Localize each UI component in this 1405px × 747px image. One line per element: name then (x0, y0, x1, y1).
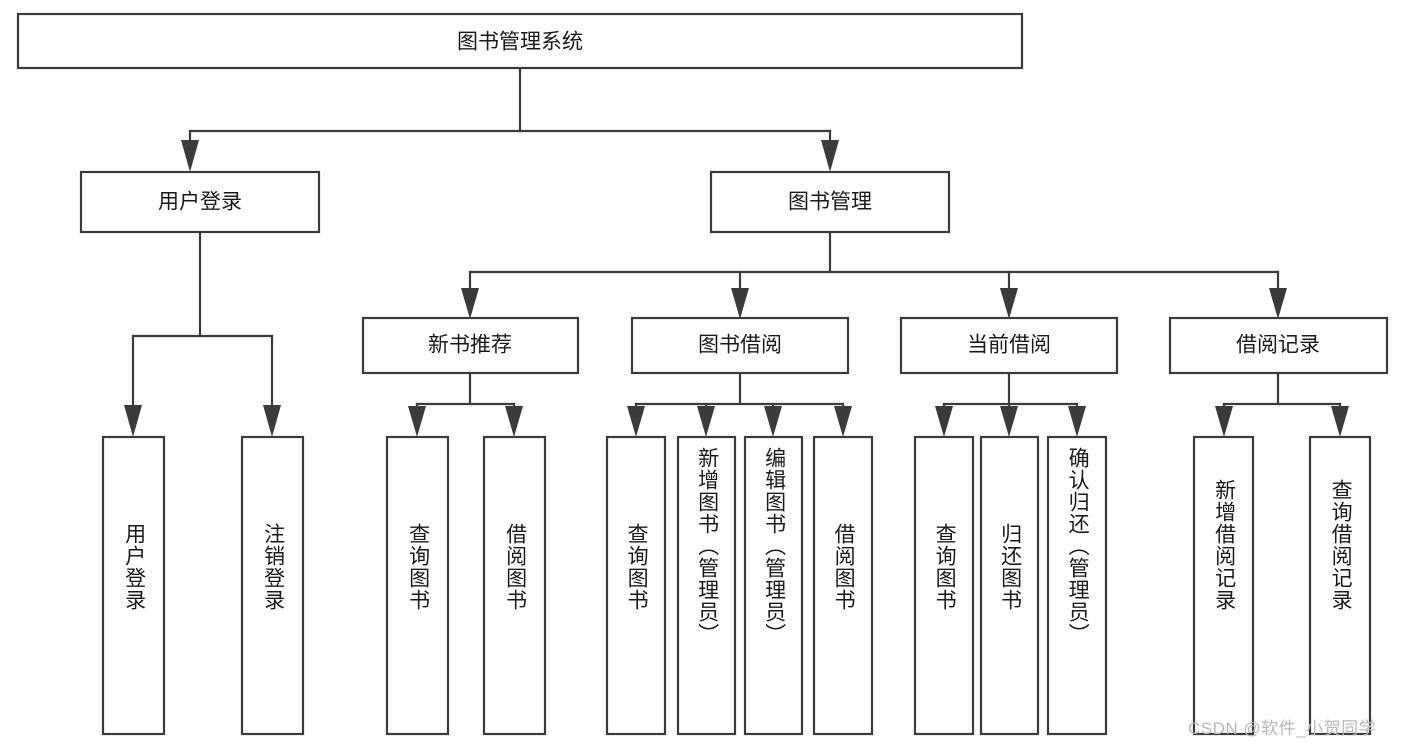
node-box-leaf-return-book[interactable] (979, 435, 1040, 736)
node-box-leaf-query-record[interactable] (1308, 435, 1372, 736)
arrowhead-leaf-borrow-book-1 (505, 406, 523, 437)
arrowhead-leaf-query-book-2 (627, 406, 645, 437)
node-box-leaf-user-login[interactable] (101, 435, 166, 736)
node-label-user-login: 用户登录 (158, 191, 242, 214)
arrowhead-leaf-borrow-book-2 (834, 406, 852, 437)
nodes-layer: 图书管理系统 用户登录 图书管理 新书推荐 图书借阅 当前借阅 借阅记录 (16, 12, 1389, 736)
arrowhead-leaf-add-record (1215, 406, 1233, 437)
node-box-leaf-borrow-book-2[interactable] (812, 435, 874, 736)
node-box-leaf-query-book-3[interactable] (913, 435, 975, 736)
node-label-book-borrow: 图书借阅 (698, 334, 782, 357)
node-box-leaf-query-book-1[interactable] (385, 435, 450, 736)
node-label-root: 图书管理系统 (457, 31, 583, 54)
arrowhead-new-book-recommend (461, 288, 479, 319)
node-box-leaf-add-record[interactable] (1192, 435, 1255, 736)
connectors-layer (124, 66, 1349, 437)
node-box-leaf-query-book-2[interactable] (605, 435, 667, 736)
node-label-borrow-record: 借阅记录 (1236, 334, 1320, 357)
node-box-leaf-borrow-book-1[interactable] (482, 435, 547, 736)
node-box-leaf-add-book[interactable] (676, 435, 737, 736)
node-box-leaf-user-logout[interactable] (240, 435, 305, 736)
node-label-new-book-recommend: 新书推荐 (428, 334, 512, 357)
node-label-current-borrow: 当前借阅 (967, 334, 1051, 357)
arrowhead-leaf-edit-book (764, 406, 782, 437)
node-box-new-book-recommend[interactable] (361, 316, 580, 375)
arrowhead-leaf-confirm-return (1068, 406, 1086, 437)
arrowhead-current-borrow (1000, 288, 1018, 319)
arrowhead-user-login (181, 140, 199, 172)
node-box-user-login[interactable] (79, 170, 321, 234)
arrowhead-leaf-user-login (124, 405, 142, 437)
arrowhead-leaf-query-book-1 (408, 406, 426, 437)
arrowhead-borrow-record (1269, 288, 1287, 319)
arrowhead-leaf-query-record (1331, 406, 1349, 437)
node-box-book-borrow[interactable] (630, 316, 850, 375)
node-box-leaf-confirm-return[interactable] (1046, 435, 1108, 736)
node-label-book-manage: 图书管理 (788, 191, 872, 214)
arrowhead-leaf-query-book-3 (935, 406, 953, 437)
arrowhead-leaf-add-book (697, 406, 715, 437)
node-box-root[interactable] (16, 12, 1024, 70)
arrowhead-leaf-user-logout (263, 405, 281, 437)
node-box-book-manage[interactable] (709, 170, 951, 234)
node-box-leaf-edit-book[interactable] (743, 435, 804, 736)
node-box-borrow-record[interactable] (1168, 316, 1389, 375)
watermark-text: CSDN @软件_小贺同学 (1188, 719, 1377, 738)
arrowhead-book-manage (821, 140, 839, 172)
arrowhead-book-borrow (731, 288, 749, 319)
arrowhead-leaf-return-book (1000, 406, 1018, 437)
node-box-current-borrow[interactable] (899, 316, 1119, 375)
